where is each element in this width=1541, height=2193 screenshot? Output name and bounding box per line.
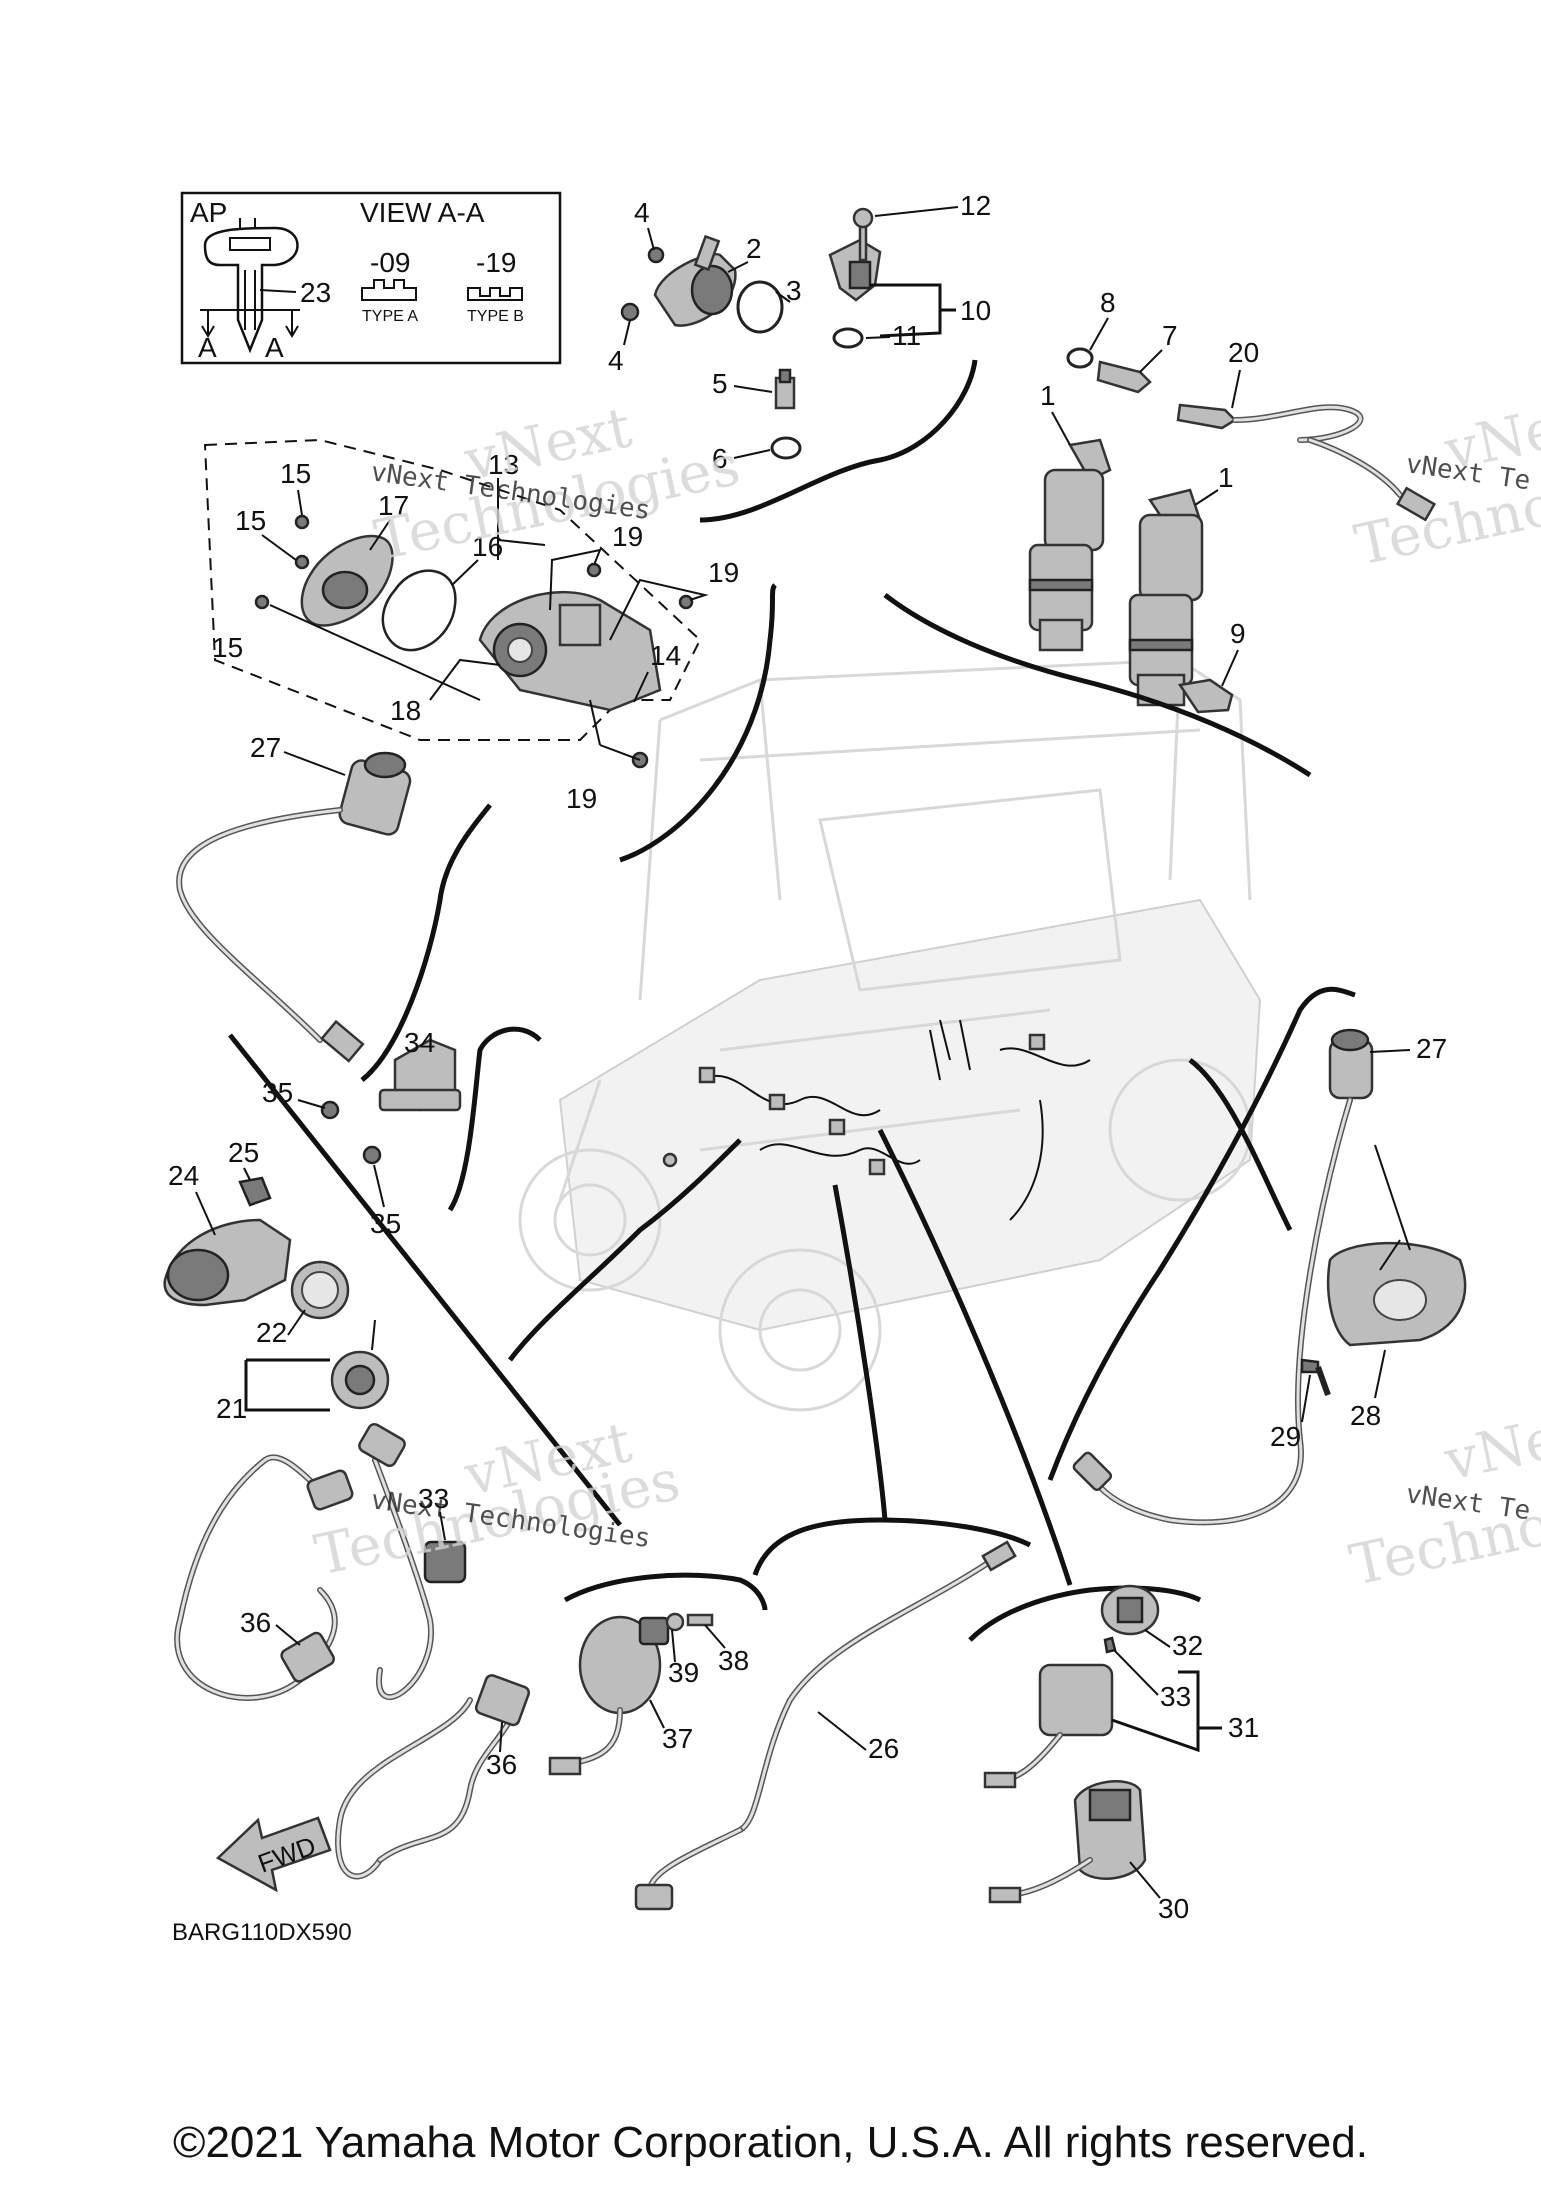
key-icon [203, 218, 299, 354]
type-a-label: TYPE A [362, 308, 418, 325]
callout-19-b: 19 [708, 557, 739, 588]
sensor-cable-26: 26 [634, 1184, 1032, 1911]
main-switch-group: 25 24 22 21 [163, 1033, 742, 1527]
callout-22: 22 [256, 1317, 287, 1348]
callout-8: 8 [1100, 287, 1116, 318]
callout-21: 21 [216, 1393, 247, 1424]
callout-13: 13 [488, 449, 519, 480]
callout-27-left: 27 [250, 732, 281, 763]
callout-2: 2 [746, 233, 762, 264]
left-sensor-27: 27 [176, 732, 492, 1082]
callout-25: 25 [228, 1137, 259, 1168]
callout-36-bottom: 36 [486, 1749, 517, 1780]
relay-30-33-group: 32 33 31 30 [877, 1128, 1259, 1924]
right-sensor-27-group: 27 28 29 [1047, 986, 1467, 1526]
callout-19-c: 19 [566, 783, 597, 814]
callout-15-c: 15 [212, 632, 243, 663]
callout-7: 7 [1162, 320, 1178, 351]
callout-3: 3 [786, 275, 802, 306]
vehicle-outline [518, 658, 1262, 1412]
type-b-label: TYPE B [467, 308, 524, 325]
callout-39: 39 [668, 1657, 699, 1688]
callout-17: 17 [378, 490, 409, 521]
callout-6: 6 [712, 443, 728, 474]
type-a-profile-icon [361, 279, 417, 301]
type-b-profile-icon [467, 287, 523, 301]
callout-34: 34 [404, 1027, 435, 1058]
lower-left-harness: 33 36 36 FWD BARG110DX590 [172, 1422, 531, 1946]
section-marker-left: A [198, 332, 217, 363]
callout-33-right: 33 [1160, 1681, 1191, 1712]
bracket-34-35: 34 35 35 [262, 1026, 542, 1239]
callout-33-left: 33 [418, 1483, 449, 1514]
callout-36-top: 36 [240, 1607, 271, 1638]
callout-4-top: 4 [634, 197, 650, 228]
type-b-code: -19 [476, 247, 516, 278]
callout-26: 26 [868, 1733, 899, 1764]
callout-15-b: 15 [235, 505, 266, 536]
key-view-inset: AP VIEW A-A -09 -19 TYPE A TYPE B 23 A A [180, 191, 562, 365]
callout-1-left: 1 [1040, 380, 1056, 411]
section-marker-right: A [265, 332, 284, 363]
top-right-group: 1 1 9 8 7 20 [883, 287, 1437, 778]
callout-5: 5 [712, 368, 728, 399]
view-label: VIEW A-A [360, 197, 485, 228]
fwd-arrow-icon: FWD [215, 1816, 332, 1893]
callout-23: 23 [300, 277, 331, 308]
throttle-body-group: 15 15 15 17 16 13 19 19 19 14 18 [203, 438, 778, 863]
copyright-notice: ©2021 Yamaha Motor Corporation, U.S.A. A… [173, 2118, 1368, 2167]
callout-1-right: 1 [1218, 462, 1234, 493]
callout-20: 20 [1228, 337, 1259, 368]
ignition-coil-left [1028, 438, 1112, 652]
watermark-right-mid-line-1: vNext [1438, 1395, 1541, 1494]
callout-37: 37 [662, 1723, 693, 1754]
callout-24: 24 [168, 1160, 199, 1191]
callout-10: 10 [960, 295, 991, 326]
callout-28: 28 [1350, 1400, 1381, 1431]
ignition-coil-right [1128, 488, 1204, 707]
callout-12: 12 [960, 190, 991, 221]
diagram-code: BARG110DX590 [172, 1919, 352, 1946]
type-a-code: -09 [370, 247, 410, 278]
callout-31: 31 [1228, 1712, 1259, 1743]
callout-14: 14 [650, 640, 681, 671]
callout-11: 11 [892, 320, 921, 351]
inset-title: AP [190, 197, 227, 228]
relay-37-group: 39 38 37 [548, 1572, 768, 1776]
callout-9: 9 [1230, 618, 1246, 649]
callout-4-bottom: 4 [608, 345, 624, 376]
top-center-group: 4 4 2 3 5 6 12 10 11 [608, 190, 991, 523]
callout-15-a: 15 [280, 458, 311, 489]
callout-38: 38 [718, 1645, 749, 1676]
callout-29: 29 [1270, 1421, 1301, 1452]
callout-19-a: 19 [612, 521, 643, 552]
callout-18: 18 [390, 695, 421, 726]
callout-32: 32 [1172, 1630, 1203, 1661]
vehicle-harness [662, 1019, 1091, 1221]
callout-27-right: 27 [1416, 1033, 1447, 1064]
callout-30: 30 [1158, 1893, 1189, 1924]
